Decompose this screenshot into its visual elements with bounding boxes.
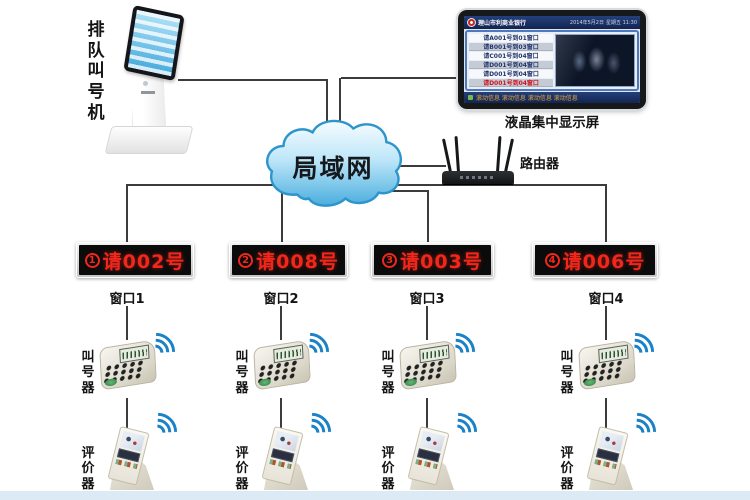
caller-call-button — [104, 377, 118, 387]
led-circled-number: 1 — [84, 252, 100, 268]
caller-call-button — [583, 377, 597, 387]
connection-line — [281, 190, 283, 244]
video-panel — [555, 34, 635, 87]
connection-line — [398, 165, 446, 167]
wifi-signal-icon — [283, 317, 346, 379]
queue-row-highlight: 请D001号到04窗口 — [469, 79, 553, 87]
led-display-2: 2 请008号 — [229, 242, 348, 278]
connection-line — [280, 306, 282, 340]
led-call-text: 请006号 — [562, 250, 646, 273]
cloud-shape — [266, 119, 402, 207]
queue-row: 请C001号到04窗口 — [469, 52, 553, 60]
kiosk-base — [104, 126, 194, 154]
router-antenna — [496, 135, 502, 173]
connection-line — [339, 78, 341, 130]
window-label-1: 窗口1 — [109, 292, 145, 307]
wifi-signal-icon — [131, 397, 194, 459]
connection-line — [605, 306, 607, 340]
lcd-time: 星期五 11:30 — [606, 20, 637, 26]
evaluator-device — [253, 425, 311, 490]
led-panel: 1 请002号 — [79, 245, 191, 275]
kiosk-label: 排队叫号机 — [87, 20, 105, 123]
bank-logo-icon — [467, 18, 476, 27]
router-body — [442, 171, 514, 184]
wifi-signal-icon — [431, 397, 494, 459]
window-label-4: 窗口4 — [588, 292, 624, 307]
led-circled-number: 2 — [238, 252, 254, 268]
connection-line — [126, 306, 128, 340]
led-call-text: 请008号 — [256, 250, 339, 273]
evaluator-label: 评价器 — [235, 446, 249, 492]
led-circled-number: 3 — [382, 252, 398, 268]
wifi-signal-icon — [610, 397, 673, 459]
marquee-bar: 滚动信息 滚动信息 滚动信息 滚动信息 — [464, 92, 640, 103]
led-display-3: 3 请003号 — [371, 242, 494, 278]
led-call-text: 请003号 — [400, 250, 483, 273]
lcd-header-bar: 理山市利商业银行 2014年5月2日 星期五 11:30 — [464, 16, 640, 29]
led-display-1: 1 请002号 — [76, 242, 194, 278]
led-circled-number: 4 — [544, 252, 560, 268]
lcd-screen: 理山市利商业银行 2014年5月2日 星期五 11:30 请A001号到01窗口… — [464, 16, 640, 103]
caller-label: 叫号器 — [381, 350, 395, 396]
marquee-icon — [468, 95, 473, 100]
router-antenna — [504, 138, 515, 173]
caller-label: 叫号器 — [560, 350, 574, 396]
evaluator-label: 评价器 — [560, 446, 574, 492]
connection-line — [126, 398, 128, 428]
caller-label: 叫号器 — [235, 350, 249, 396]
evaluator-device — [399, 425, 457, 490]
queue-row: 请D001号到04窗口 — [469, 70, 553, 78]
evaluator-label: 评价器 — [381, 446, 395, 492]
led-call-text: 请002号 — [102, 250, 186, 273]
wifi-signal-icon — [429, 317, 492, 379]
window-label-3: 窗口3 — [409, 292, 445, 307]
led-display-4: 4 请006号 — [532, 242, 658, 278]
connection-line — [341, 77, 461, 79]
connection-line — [426, 398, 428, 428]
router-antenna — [454, 135, 460, 173]
bank-name: 理山市利商业银行 — [478, 20, 527, 27]
connection-line — [605, 184, 607, 244]
led-panel: 4 请006号 — [535, 245, 655, 275]
lan-label: 局域网 — [292, 154, 374, 183]
evaluator-device — [99, 425, 157, 490]
connection-line — [178, 79, 328, 81]
queue-row: 请B001号到03窗口 — [469, 43, 553, 51]
lcd-date: 2014年5月2日 — [569, 20, 604, 26]
evaluator-label: 评价器 — [81, 446, 95, 492]
connection-line — [326, 80, 328, 130]
lcd-main-area: 请A001号到01窗口 请B001号到03窗口 请C001号到04窗口 请D00… — [465, 30, 639, 91]
router-antenna — [441, 138, 452, 173]
lcd-caption: 液晶集中显示屏 — [504, 115, 600, 131]
connection-line — [427, 190, 429, 244]
marquee-text: 滚动信息 滚动信息 滚动信息 滚动信息 — [476, 95, 578, 102]
wifi-signal-icon — [129, 317, 192, 379]
router — [440, 135, 516, 184]
connection-line — [126, 184, 128, 244]
kiosk-screen — [123, 4, 185, 82]
kiosk-screen-content — [127, 9, 181, 77]
connection-line — [605, 398, 607, 428]
connection-line — [280, 398, 282, 428]
lcd-display: 理山市利商业银行 2014年5月2日 星期五 11:30 请A001号到01窗口… — [458, 10, 646, 109]
evaluator-device — [578, 425, 636, 490]
window-label-2: 窗口2 — [263, 292, 299, 307]
connection-line — [426, 306, 428, 340]
queue-row: 请D001号到04窗口 — [469, 61, 553, 69]
caller-label: 叫号器 — [81, 350, 95, 396]
queue-row: 请A001号到01窗口 — [469, 34, 553, 42]
led-panel: 2 请008号 — [232, 245, 345, 275]
wifi-signal-icon — [608, 317, 671, 379]
wifi-signal-icon — [285, 397, 348, 459]
caller-call-button — [258, 377, 272, 387]
queue-list: 请A001号到01窗口 请B001号到03窗口 请C001号到04窗口 请D00… — [469, 34, 553, 87]
bottom-strip — [0, 491, 750, 500]
router-label: 路由器 — [520, 157, 560, 172]
led-panel: 3 请003号 — [374, 245, 491, 275]
lan-cloud: 局域网 — [258, 115, 408, 210]
queue-kiosk — [100, 4, 194, 158]
caller-call-button — [404, 377, 418, 387]
